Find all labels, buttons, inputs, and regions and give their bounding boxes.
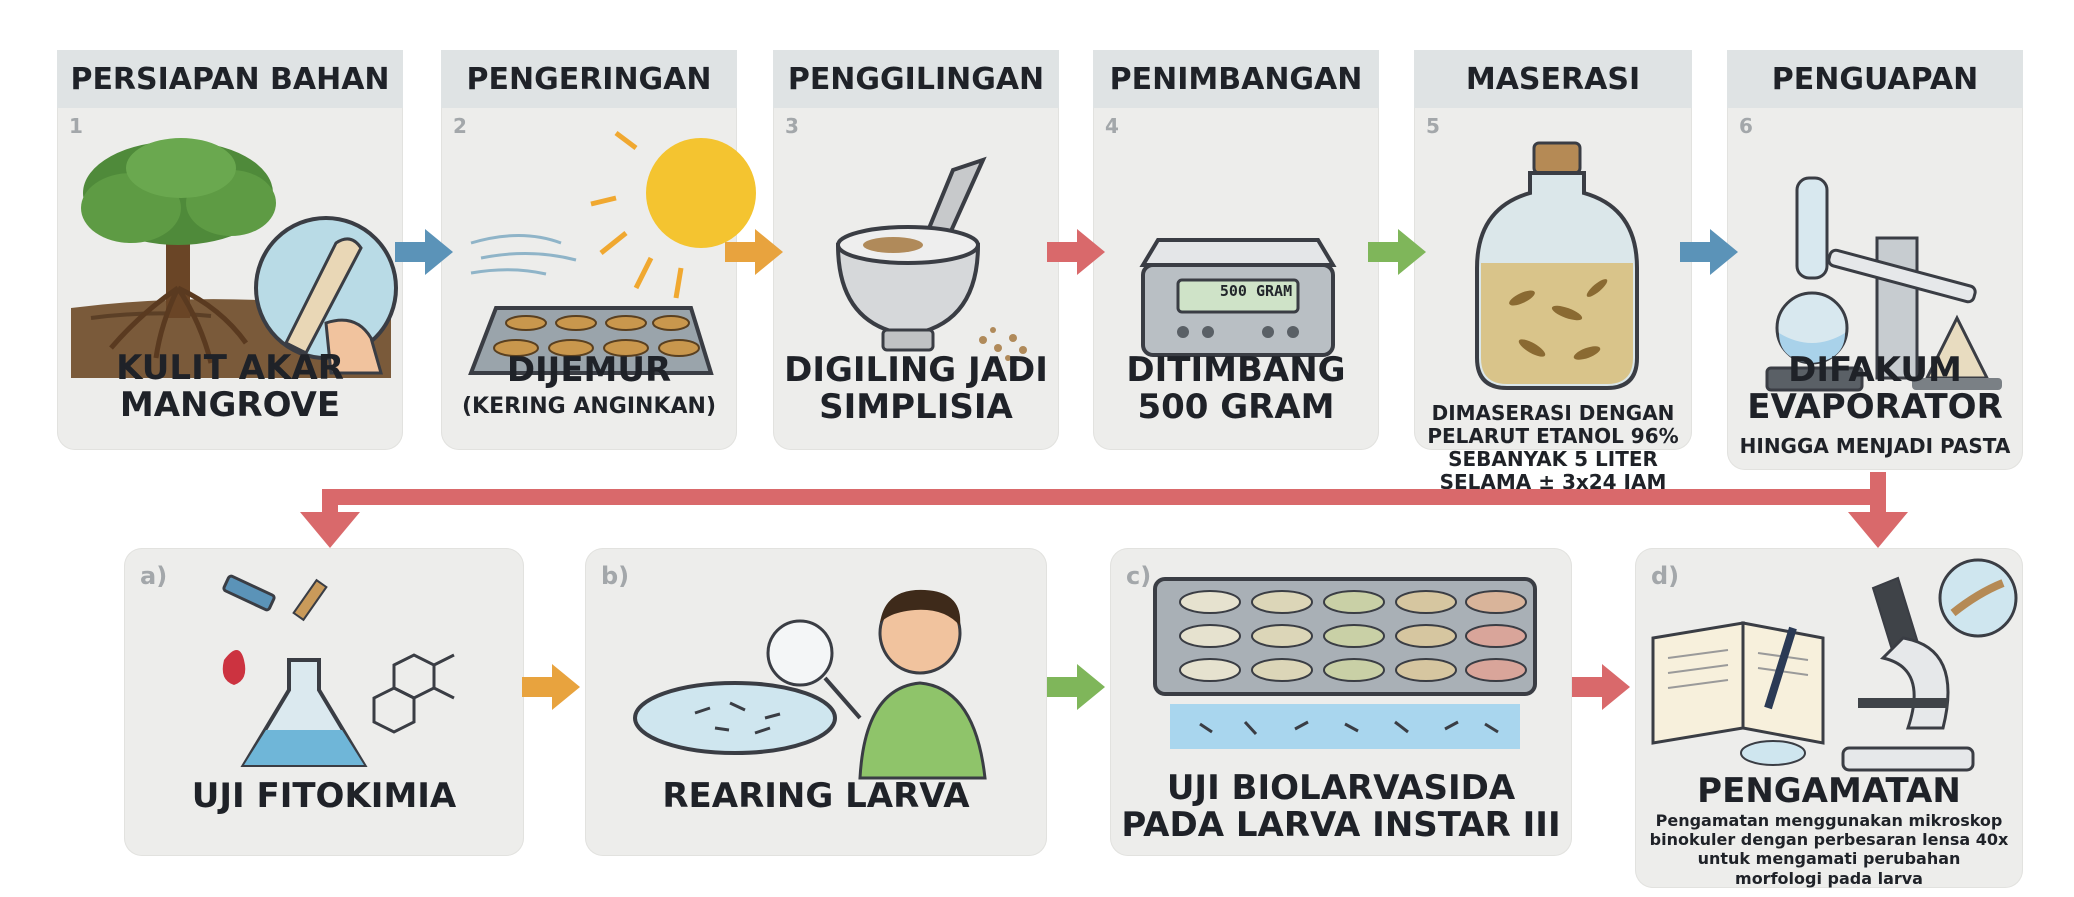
test-card-d: d) PENGAMATAN Pengamatan menggunakan mik… [1635, 548, 2023, 888]
test-number: c) [1126, 562, 1152, 590]
digital-scale-illustration [1133, 210, 1343, 380]
step-card-5: MASERASI 5 DIMASERASI DENGAN PELARUT ETA… [1414, 50, 1692, 494]
step-title: PENGERINGAN [441, 50, 737, 108]
step-number: 4 [1105, 114, 1119, 138]
rotary-evaporator-illustration [1747, 118, 2017, 398]
step-caption: DIJEMUR [506, 350, 672, 390]
test-number: a) [140, 562, 168, 590]
mortar-pestle-illustration [823, 150, 1043, 370]
test-card-c: c) UJI BIOLARVASIDA PADA LARVA INSTAR II… [1110, 548, 1572, 856]
arrow-right-icon [393, 227, 455, 277]
step-number: 1 [69, 114, 83, 138]
test-caption: REARING LARVA [662, 776, 970, 816]
step-card-4: PENIMBANGAN 4 500 GRAM DITIMBANG 500 GRA… [1093, 50, 1379, 450]
step-title: PENIMBANGAN [1093, 50, 1379, 108]
step-subcaption: HINGGA MENJADI PASTA [1739, 434, 2011, 458]
test-card-a: a) UJI FITOKIMIA [124, 548, 524, 856]
step-caption: DIGILING JADI SIMPLISIA [784, 350, 1048, 427]
step-caption: DITIMBANG 500 GRAM [1126, 350, 1346, 427]
step-caption: KULIT AKAR MANGROVE [116, 348, 344, 425]
biolarvicide-test-tray-illustration [1150, 574, 1540, 764]
test-caption: PENGAMATAN [1697, 771, 1961, 811]
step-number: 2 [453, 114, 467, 138]
arrow-right-icon [1366, 227, 1428, 277]
step-card-2: PENGERINGAN 2 DIJEMUR (KERING ANGINKAN) [441, 50, 756, 450]
arrow-right-icon [1678, 227, 1740, 277]
step-subcaption: (KERING ANGINKAN) [461, 394, 717, 419]
drying-tray-sun-illustration [451, 108, 756, 378]
test-card-b: b) REARING LARVA [585, 548, 1047, 856]
step-title: PENGGILINGAN [773, 50, 1059, 108]
step-caption: DIFAKUM EVAPORATOR [1747, 350, 2003, 427]
larva-rearing-illustration [625, 578, 1025, 780]
test-caption: UJI BIOLARVASIDA PADA LARVA INSTAR III [1121, 768, 1561, 845]
step-number: 3 [785, 114, 799, 138]
connector-arrow [300, 472, 1908, 548]
test-number: d) [1651, 562, 1680, 590]
step-card-3: PENGGILINGAN 3 DIGILING JADI SIMPLISIA [773, 50, 1059, 450]
step-title: PENGUAPAN [1727, 50, 2023, 108]
test-number: b) [601, 562, 630, 590]
step-title: MASERASI [1414, 50, 1692, 108]
microscope-observation-illustration [1643, 558, 2018, 778]
arrow-right-icon [520, 662, 582, 712]
maceration-jar-illustration [1472, 138, 1642, 398]
mangrove-tree-illustration [71, 138, 398, 378]
step-card-6: PENGUAPAN 6 DIFAKUM EVAPORATOR HINGGA ME… [1727, 50, 2023, 470]
step-caption: DIMASERASI DENGAN PELARUT ETANOL 96% SEB… [1427, 401, 1679, 494]
phytochemistry-flask-illustration [204, 570, 464, 780]
arrow-right-icon [1045, 662, 1107, 712]
arrow-right-icon [1570, 662, 1632, 712]
step-number: 5 [1426, 114, 1440, 138]
step-title: PERSIAPAN BAHAN [57, 50, 403, 108]
test-description: Pengamatan menggunakan mikroskop binokul… [1649, 811, 2009, 888]
scale-display: 500 GRAM [1219, 282, 1293, 300]
arrow-right-icon [1045, 227, 1107, 277]
arrow-right-icon [723, 227, 785, 277]
step-card-1: PERSIAPAN BAHAN 1 KULIT AKAR MANGROVE [57, 50, 403, 450]
test-caption: UJI FITOKIMIA [191, 776, 457, 816]
step-number: 6 [1739, 114, 1753, 138]
